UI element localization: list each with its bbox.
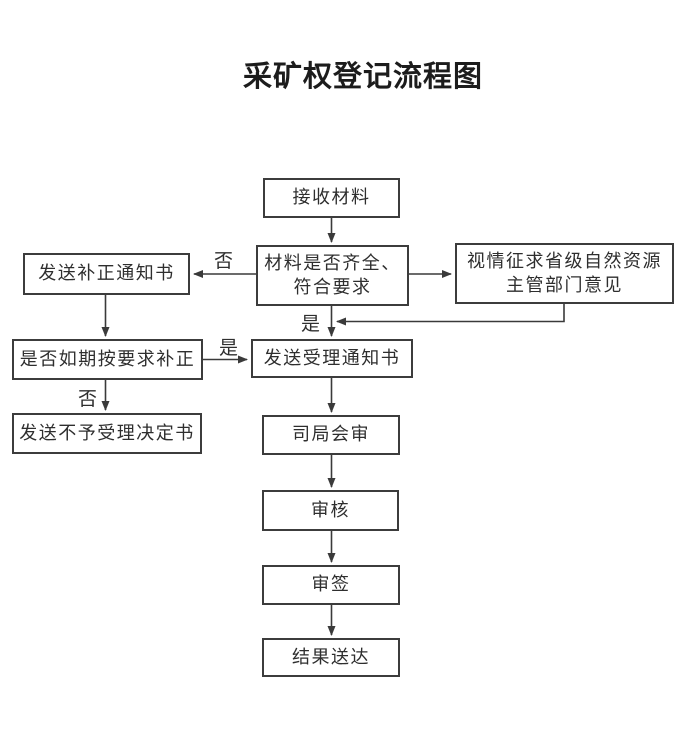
node-label: 审核 — [311, 499, 350, 520]
node-label: 结果送达 — [292, 646, 370, 667]
node-label: 发送补正通知书 — [38, 263, 175, 284]
node-review: 审核 — [262, 490, 399, 531]
edge-label-yes: 是 — [219, 338, 239, 359]
node-label-line1: 视情征求省级自然资源 — [467, 251, 662, 272]
edge-label-no: 否 — [214, 251, 234, 272]
node-bureau-joint-review: 司局会审 — [262, 415, 400, 455]
edge-label-yes: 是 — [301, 314, 321, 335]
edge-consult-to-accept — [336, 304, 565, 326]
node-send-rejection-decision: 发送不予受理决定书 — [12, 413, 202, 454]
node-label: 是否如期按要求补正 — [19, 348, 196, 369]
node-label-line2: 符合要求 — [293, 276, 372, 297]
node-sign-off: 审签 — [262, 565, 400, 605]
node-corrected-on-time-check: 是否如期按要求补正 — [12, 339, 203, 380]
node-send-acceptance-notice: 发送受理通知书 — [251, 339, 413, 378]
node-send-correction-notice: 发送补正通知书 — [23, 253, 190, 295]
node-label-line1: 材料是否齐全、 — [264, 253, 401, 274]
node-label: 接收材料 — [292, 187, 371, 208]
page-title: 采矿权登记流程图 — [243, 61, 484, 93]
edge-label-no: 否 — [78, 389, 98, 410]
node-label: 司局会审 — [292, 424, 370, 445]
node-label-line2: 主管部门意见 — [506, 274, 623, 295]
node-materials-complete-check: 材料是否齐全、 符合要求 — [256, 245, 409, 306]
node-result-delivery: 结果送达 — [262, 638, 400, 677]
node-receive-materials: 接收材料 — [263, 178, 400, 218]
node-label: 发送不予受理决定书 — [19, 422, 195, 443]
node-consult-provincial-authority: 视情征求省级自然资源 主管部门意见 — [455, 243, 674, 304]
node-label: 审签 — [311, 574, 351, 595]
node-label: 发送受理通知书 — [263, 347, 401, 368]
